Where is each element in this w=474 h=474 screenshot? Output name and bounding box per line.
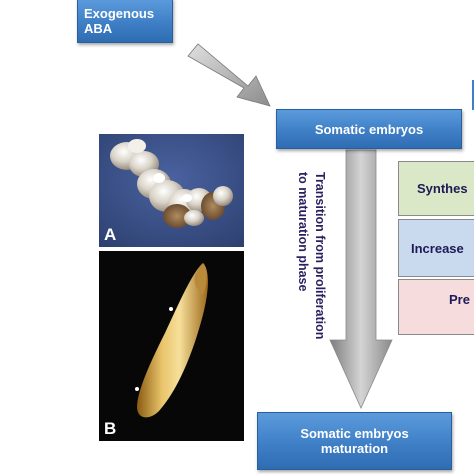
transition-label: Transition from proliferation to maturat… [292,172,330,362]
somatic-embryos-maturation-box: Somatic embryos maturation [257,412,452,470]
photo-b-embryo: B [99,251,244,441]
synthesis-label: Synthes [417,181,468,196]
increase-label: Increase [411,240,464,256]
somatic-embryos-box: Somatic embryos [276,109,462,149]
callus-image [99,134,244,247]
increase-box: Increase [398,219,474,277]
prevention-label: Pre [449,292,470,307]
transition-down-arrow [329,149,393,409]
photo-b-label: B [104,419,117,438]
somatic-embryos-maturation-label: Somatic embryos maturation [300,426,409,456]
embryo-image [99,251,244,441]
aba-to-embryos-arrow [187,43,271,107]
exogenous-aba-box: Exogenous ABA [77,0,173,43]
prevention-box: Pre [398,279,474,335]
transition-label-line2: to maturation phase [296,172,310,292]
photo-a-callus: A [99,134,244,247]
offscreen-box-fragment [472,80,474,110]
somatic-embryos-label: Somatic embryos [314,121,424,137]
synthesis-box: Synthes [398,161,474,216]
photo-a-label: A [104,225,117,244]
exogenous-aba-label: Exogenous ABA [84,5,155,36]
transition-label-line1: Transition from proliferation [313,172,327,340]
